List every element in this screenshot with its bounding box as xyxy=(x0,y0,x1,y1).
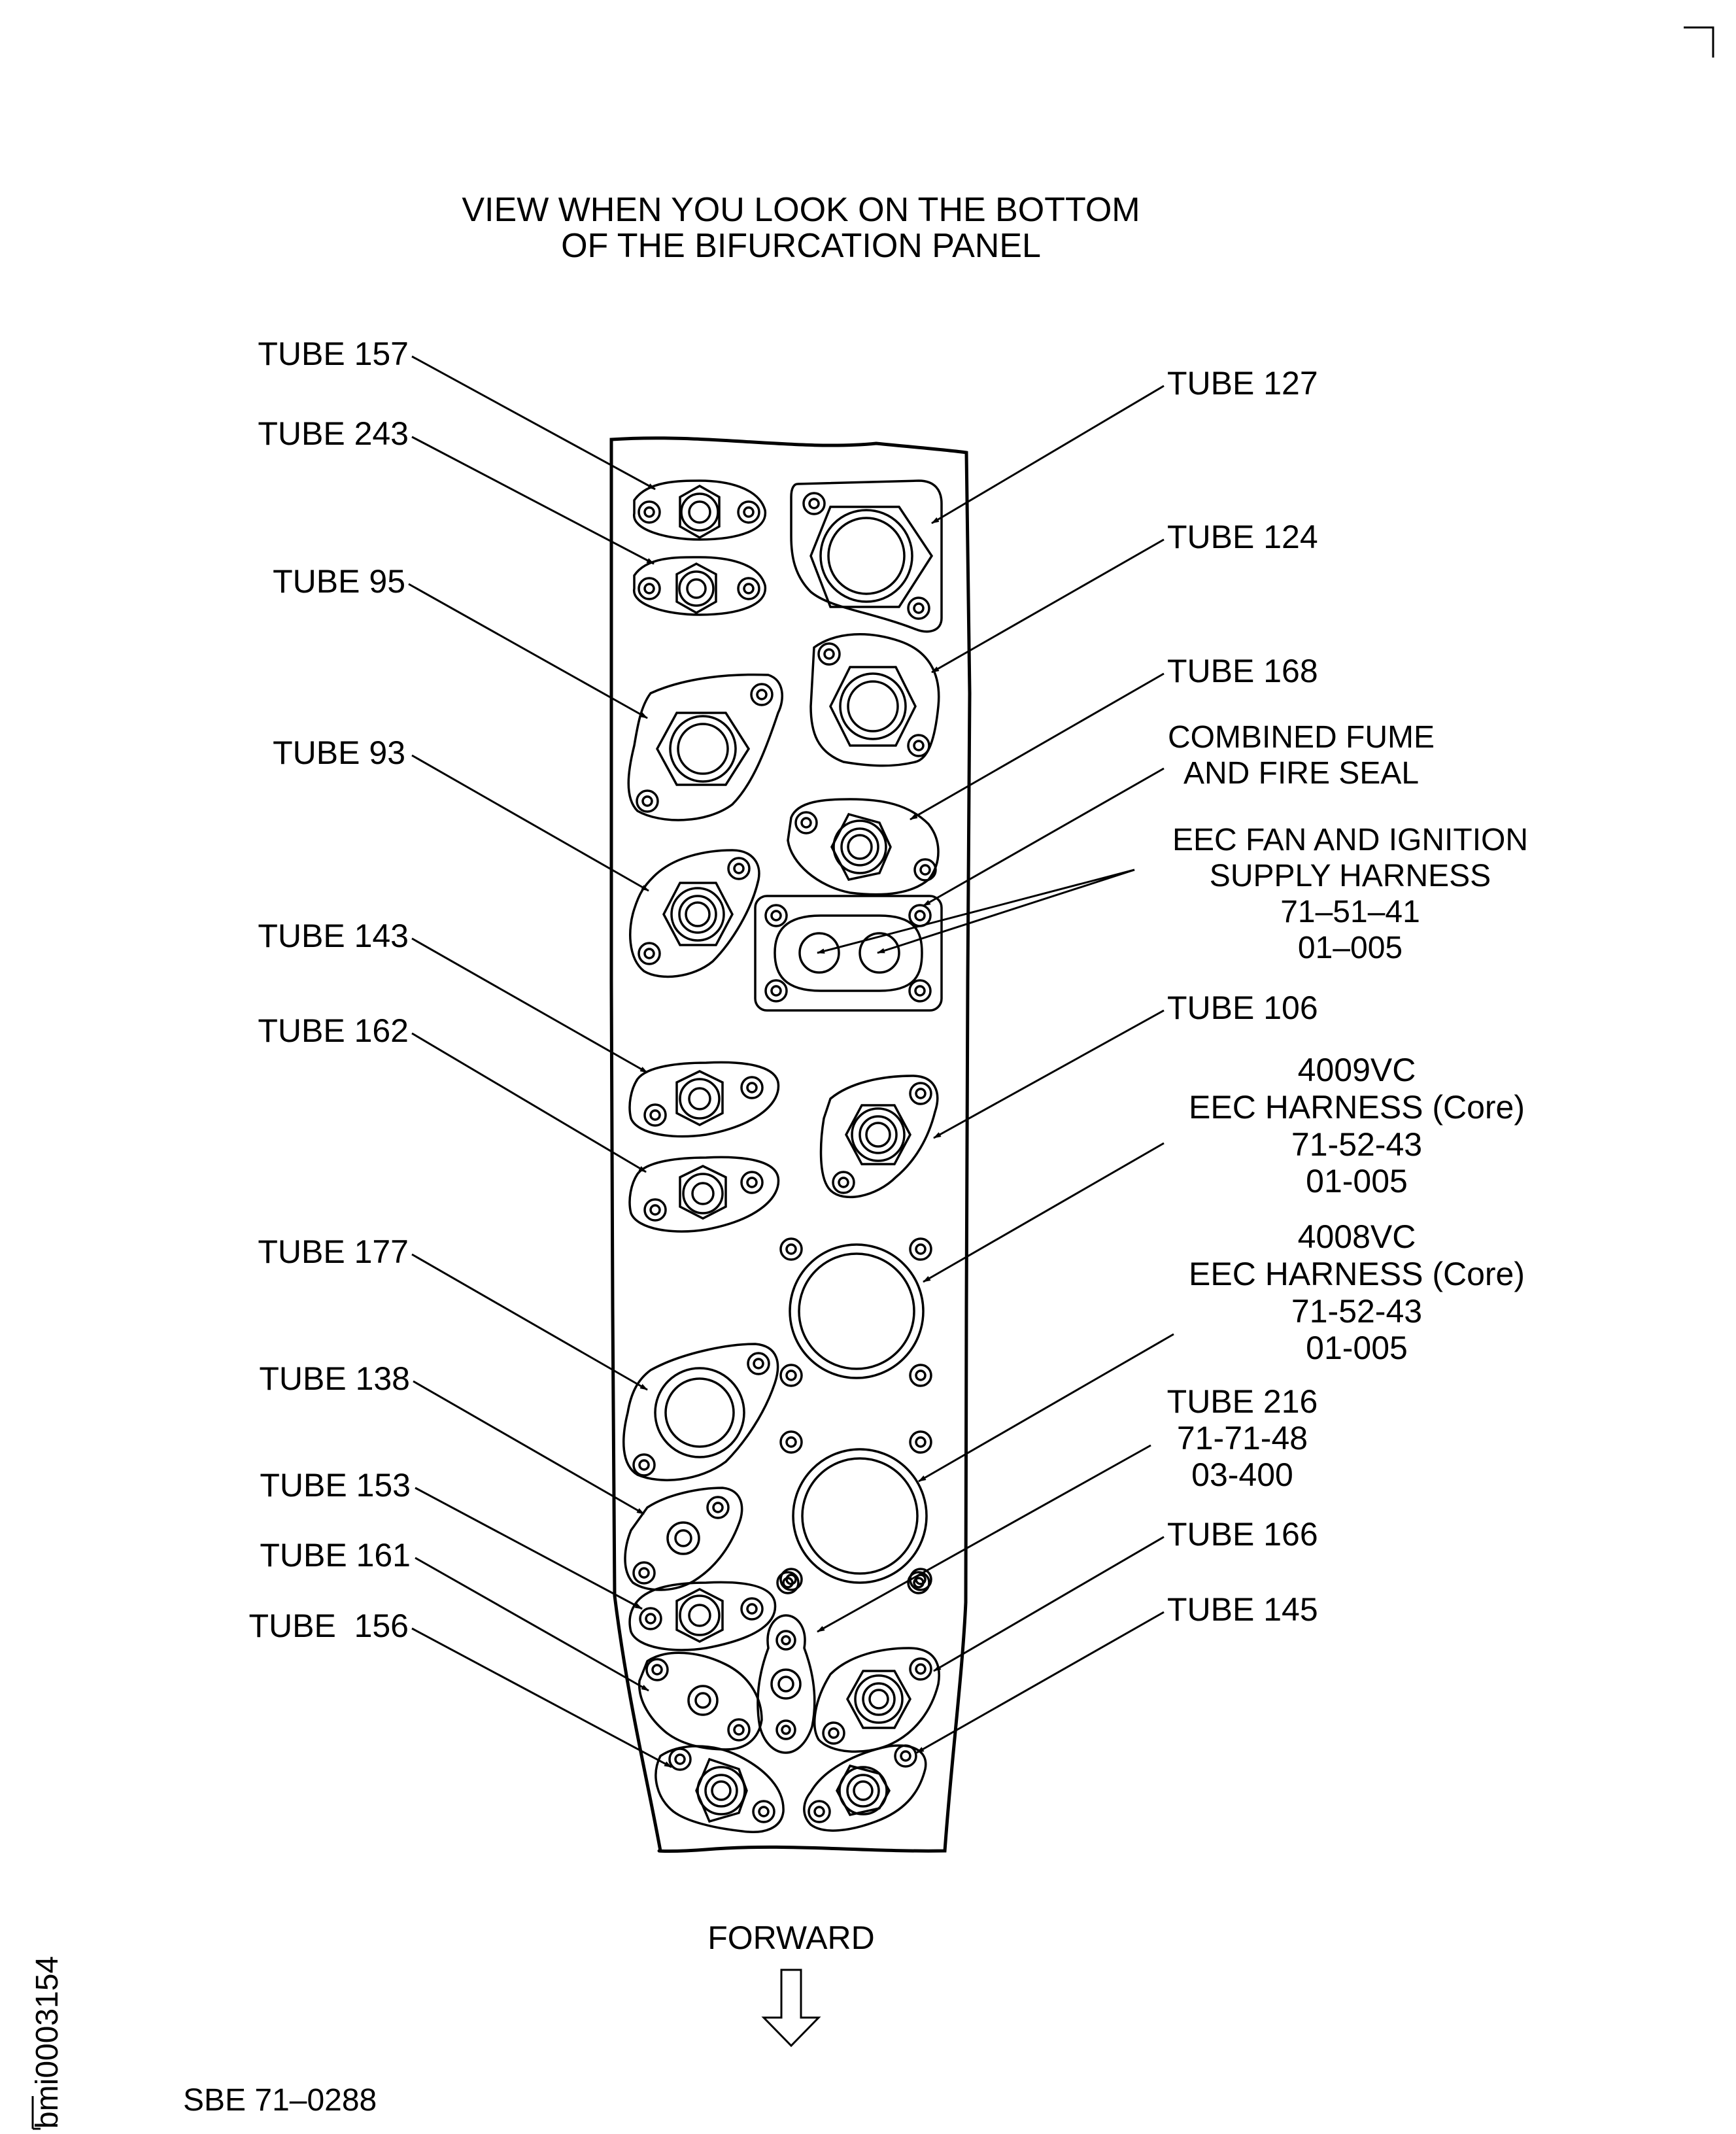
label-fume-seal-1: COMBINED FUME xyxy=(1168,720,1435,755)
title-line-1: VIEW WHEN YOU LOOK ON THE BOTTOM xyxy=(462,191,1140,229)
tube-95-fitting xyxy=(627,673,783,821)
label-tube-161: TUBE 161 xyxy=(260,1537,411,1574)
fume-fire-seal xyxy=(754,895,943,1012)
tube-216-fitting xyxy=(757,1614,816,1754)
label-tube-138: TUBE 138 xyxy=(259,1360,410,1397)
title-line-2: OF THE BIFURCATION PANEL xyxy=(561,227,1041,265)
label-tube-162: TUBE 162 xyxy=(258,1012,409,1049)
label-4009vc-1: 4009VC xyxy=(1298,1052,1416,1088)
label-tube-216-2: 71-71-48 xyxy=(1177,1420,1308,1456)
panel-bolt-holes xyxy=(776,1571,930,1594)
label-tube-216-1: TUBE 216 xyxy=(1167,1383,1318,1420)
label-4009vc-4: 01-005 xyxy=(1306,1163,1408,1199)
tube-106-fitting xyxy=(819,1075,939,1199)
label-eec-fan-3: 71–51–41 xyxy=(1280,895,1420,929)
label-tube-95: TUBE 95 xyxy=(273,563,405,600)
label-tube-124: TUBE 124 xyxy=(1167,519,1318,555)
label-tube-157: TUBE 157 xyxy=(258,336,409,372)
label-4008vc-2: EEC HARNESS (Core) xyxy=(1189,1256,1525,1292)
tube-127-fitting xyxy=(790,479,943,633)
image-id-bracket xyxy=(31,2096,41,2130)
label-tube-168: TUBE 168 xyxy=(1167,653,1318,689)
tube-138-fitting xyxy=(624,1487,743,1591)
forward-arrow-icon xyxy=(761,1969,821,2048)
tube-168-fitting xyxy=(787,798,940,896)
label-tube-93: TUBE 93 xyxy=(273,734,405,771)
crop-mark xyxy=(1684,26,1714,58)
label-tube-216-3: 03-400 xyxy=(1191,1456,1293,1493)
label-tube-145: TUBE 145 xyxy=(1167,1591,1318,1628)
label-4008vc-3: 71-52-43 xyxy=(1291,1293,1422,1330)
label-eec-fan-4: 01–005 xyxy=(1298,931,1403,965)
label-fume-seal-2: AND FIRE SEAL xyxy=(1183,756,1419,791)
leader-lines xyxy=(408,355,1174,1768)
tube-243-fitting xyxy=(633,556,766,616)
label-tube-127: TUBE 127 xyxy=(1167,365,1318,402)
bifurcation-panel xyxy=(609,436,972,1853)
label-eec-fan-1: EEC FAN AND IGNITION xyxy=(1172,823,1528,857)
tube-177-fitting xyxy=(622,1343,779,1481)
label-4009vc-2: EEC HARNESS (Core) xyxy=(1189,1089,1525,1126)
tube-161-fitting xyxy=(638,1651,763,1751)
tube-162-fitting xyxy=(628,1156,780,1233)
image-id-label: bmi0003154 xyxy=(30,1956,65,2129)
label-4008vc-1: 4008VC xyxy=(1298,1218,1416,1255)
reference-code: SBE 71–0288 xyxy=(183,2083,377,2118)
label-4009vc-3: 71-52-43 xyxy=(1291,1126,1422,1163)
tube-157-fitting xyxy=(633,479,766,541)
label-tube-243: TUBE 243 xyxy=(258,415,409,452)
tube-124-fitting xyxy=(809,633,940,767)
label-tube-156: TUBE 156 xyxy=(248,1608,409,1644)
tube-143-fitting xyxy=(628,1061,780,1138)
label-tube-166: TUBE 166 xyxy=(1167,1516,1318,1553)
harness-4009vc-connector xyxy=(779,1237,932,1387)
tube-93-fitting xyxy=(629,849,760,978)
tube-145-fitting xyxy=(803,1744,927,1832)
tube-153-fitting xyxy=(628,1581,777,1651)
label-tube-153: TUBE 153 xyxy=(260,1467,411,1504)
label-tube-143: TUBE 143 xyxy=(258,918,409,954)
label-eec-fan-2: SUPPLY HARNESS xyxy=(1210,859,1491,893)
forward-label: FORWARD xyxy=(707,1919,875,1956)
label-tube-177: TUBE 177 xyxy=(258,1233,409,1270)
label-tube-106: TUBE 106 xyxy=(1167,990,1318,1026)
tube-166-fitting xyxy=(813,1647,940,1753)
label-4008vc-4: 01-005 xyxy=(1306,1330,1408,1366)
tube-156-fitting xyxy=(655,1745,785,1833)
